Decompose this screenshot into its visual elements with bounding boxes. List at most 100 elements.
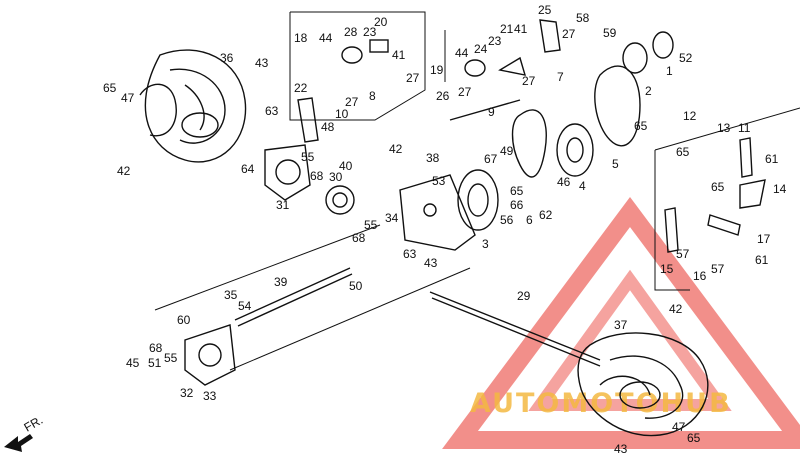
label-52: 52 (679, 51, 693, 65)
label-55c: 55 (164, 351, 178, 365)
label-68a: 68 (310, 169, 324, 183)
label-6: 6 (526, 213, 533, 227)
label-57a: 57 (676, 247, 690, 261)
label-34: 34 (385, 211, 399, 225)
auger-housing-right (577, 332, 709, 437)
label-55b: 55 (364, 218, 378, 232)
belts (511, 65, 641, 178)
label-44a: 44 (319, 31, 333, 45)
label-27e: 27 (522, 74, 536, 88)
label-59: 59 (603, 26, 617, 40)
label-10: 10 (335, 107, 349, 121)
label-7: 7 (557, 70, 564, 84)
pulley-3 (457, 169, 499, 231)
pulley-4 (556, 123, 594, 177)
label-9: 9 (488, 105, 495, 119)
label-65e: 65 (711, 180, 725, 194)
label-1: 1 (666, 64, 673, 78)
label-37: 37 (614, 318, 628, 332)
label-26: 26 (436, 89, 450, 103)
label-29: 29 (517, 289, 531, 303)
label-27c: 27 (458, 85, 472, 99)
frame-bracket (399, 174, 476, 251)
label-58: 58 (576, 11, 590, 25)
label-42b: 42 (389, 142, 403, 156)
label-36: 36 (220, 51, 234, 65)
label-15: 15 (660, 262, 674, 276)
label-48: 48 (321, 120, 335, 134)
label-23a: 23 (363, 25, 377, 39)
label-67: 67 (484, 152, 498, 166)
callout-labels: 1 2 3 4 5 6 7 8 9 10 11 12 13 14 15 16 1… (103, 3, 787, 456)
label-65a: 65 (103, 81, 117, 95)
label-51: 51 (148, 356, 162, 370)
label-41b: 41 (514, 22, 528, 36)
label-32: 32 (180, 386, 194, 400)
label-24: 24 (474, 42, 488, 56)
label-63a: 63 (265, 104, 279, 118)
label-21: 21 (500, 22, 514, 36)
label-25: 25 (538, 3, 552, 17)
label-43a: 43 (255, 56, 269, 70)
label-43b: 43 (424, 256, 438, 270)
label-27a: 27 (345, 95, 359, 109)
label-27d: 27 (562, 27, 576, 41)
label-65c: 65 (634, 119, 648, 133)
tension-parts (297, 19, 561, 143)
label-47a: 47 (121, 91, 135, 105)
label-49: 49 (500, 144, 514, 158)
direction-label: FR. (22, 413, 46, 435)
label-65b: 65 (510, 184, 524, 198)
label-61a: 61 (765, 152, 779, 166)
label-61b: 61 (755, 253, 769, 267)
label-20: 20 (374, 15, 388, 29)
label-47b: 47 (672, 420, 686, 434)
label-19: 19 (430, 63, 444, 77)
label-54: 54 (238, 299, 252, 313)
label-30: 30 (329, 170, 343, 184)
label-53: 53 (432, 174, 446, 188)
label-33: 33 (203, 389, 217, 403)
label-66: 66 (510, 198, 524, 212)
label-2: 2 (645, 84, 652, 98)
label-16: 16 (693, 269, 707, 283)
label-43c: 43 (614, 442, 628, 456)
group-outlines (154, 11, 800, 371)
label-42a: 42 (117, 164, 131, 178)
label-64: 64 (241, 162, 255, 176)
pulley-2 (622, 31, 674, 74)
right-brackets (664, 137, 766, 253)
label-22: 22 (294, 81, 308, 95)
label-31: 31 (276, 198, 290, 212)
label-14: 14 (773, 182, 787, 196)
label-5: 5 (612, 157, 619, 171)
label-13: 13 (717, 121, 731, 135)
label-40: 40 (339, 159, 353, 173)
label-57b: 57 (711, 262, 725, 276)
label-28: 28 (344, 25, 358, 39)
label-27b: 27 (406, 71, 420, 85)
label-45: 45 (126, 356, 140, 370)
label-35: 35 (224, 288, 238, 302)
label-46: 46 (557, 175, 571, 189)
label-44b: 44 (455, 46, 469, 60)
gear-case-upper (264, 144, 355, 215)
auger-housing-left (139, 49, 247, 163)
label-60: 60 (177, 313, 191, 327)
label-65f: 65 (687, 431, 701, 445)
label-65d: 65 (676, 145, 690, 159)
label-56: 56 (500, 213, 514, 227)
label-68c: 68 (149, 341, 163, 355)
label-8: 8 (369, 89, 376, 103)
label-63b: 63 (403, 247, 417, 261)
label-11: 11 (738, 121, 751, 135)
watermark-text: AUTOMOTOHUB (470, 388, 732, 419)
direction-arrow: FR. (4, 413, 45, 452)
watermark-logo: AUTOMOTOHUB (442, 196, 800, 449)
shafts (234, 99, 601, 367)
label-68b: 68 (352, 231, 366, 245)
label-4: 4 (579, 179, 586, 193)
label-23b: 23 (488, 34, 502, 48)
label-17: 17 (757, 232, 771, 246)
label-62: 62 (539, 208, 553, 222)
